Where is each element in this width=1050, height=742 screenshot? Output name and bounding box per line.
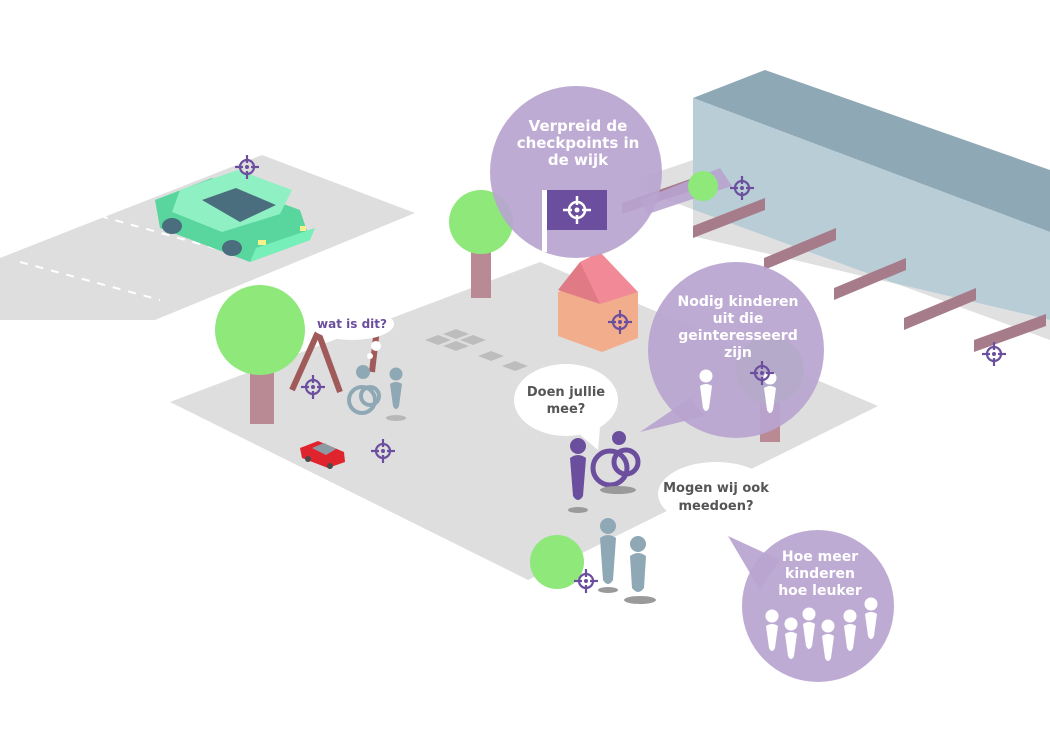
tree-left (215, 285, 305, 424)
bubble-nodig: Nodig kinderen uit die geinteresseerd zi… (640, 262, 824, 438)
paving-tiles (425, 329, 528, 371)
bubble-doen-line1: Doen jullie (527, 385, 605, 400)
bubble-wat-text: wat is dit? (317, 317, 387, 331)
bubble-mogen: Mogen wij ook meedoen? (658, 462, 774, 544)
bubble-verpreid-line3: de wijk (548, 151, 609, 169)
bubble-mogen-line1: Mogen wij ook (663, 481, 769, 496)
person-icon (386, 367, 406, 421)
small-red-car (300, 441, 345, 469)
building (640, 70, 1050, 340)
house-icon (558, 252, 638, 352)
bubble-nodig-line2: uit die (713, 311, 764, 327)
person-icon (568, 438, 588, 513)
bubble-verpreid-line2: checkpoints in (517, 134, 640, 152)
person-icon (598, 518, 618, 593)
person-wheelchair-purple (590, 431, 641, 494)
bubble-hoe-line2: kinderen (785, 566, 855, 582)
tree-center (449, 190, 513, 298)
bubble-hoe-line3: hoe leuker (778, 583, 862, 599)
bubble-nodig-line3: geinteresseerd (678, 328, 797, 344)
person-icon (624, 536, 656, 604)
bush (530, 535, 584, 589)
bubble-nodig-line4: zijn (724, 345, 752, 361)
bubble-mogen-line2: meedoen? (678, 499, 753, 514)
speech-bubble-wat: wat is dit? (310, 308, 394, 359)
green-car (155, 170, 315, 262)
bubble-doen-line2: mee? (547, 402, 586, 417)
bubble-hoe-meer: Hoe meer kinderen hoe leuker (728, 530, 894, 682)
flag-icon (542, 190, 607, 252)
person-wheelchair-blue (347, 365, 381, 415)
bubble-doen: Doen jullie mee? (514, 364, 618, 450)
bubble-verpreid-line1: Verpreid de (529, 117, 628, 135)
bubble-hoe-line1: Hoe meer (782, 549, 858, 565)
tree-small (688, 171, 718, 201)
bubble-nodig-line1: Nodig kinderen (677, 294, 798, 310)
